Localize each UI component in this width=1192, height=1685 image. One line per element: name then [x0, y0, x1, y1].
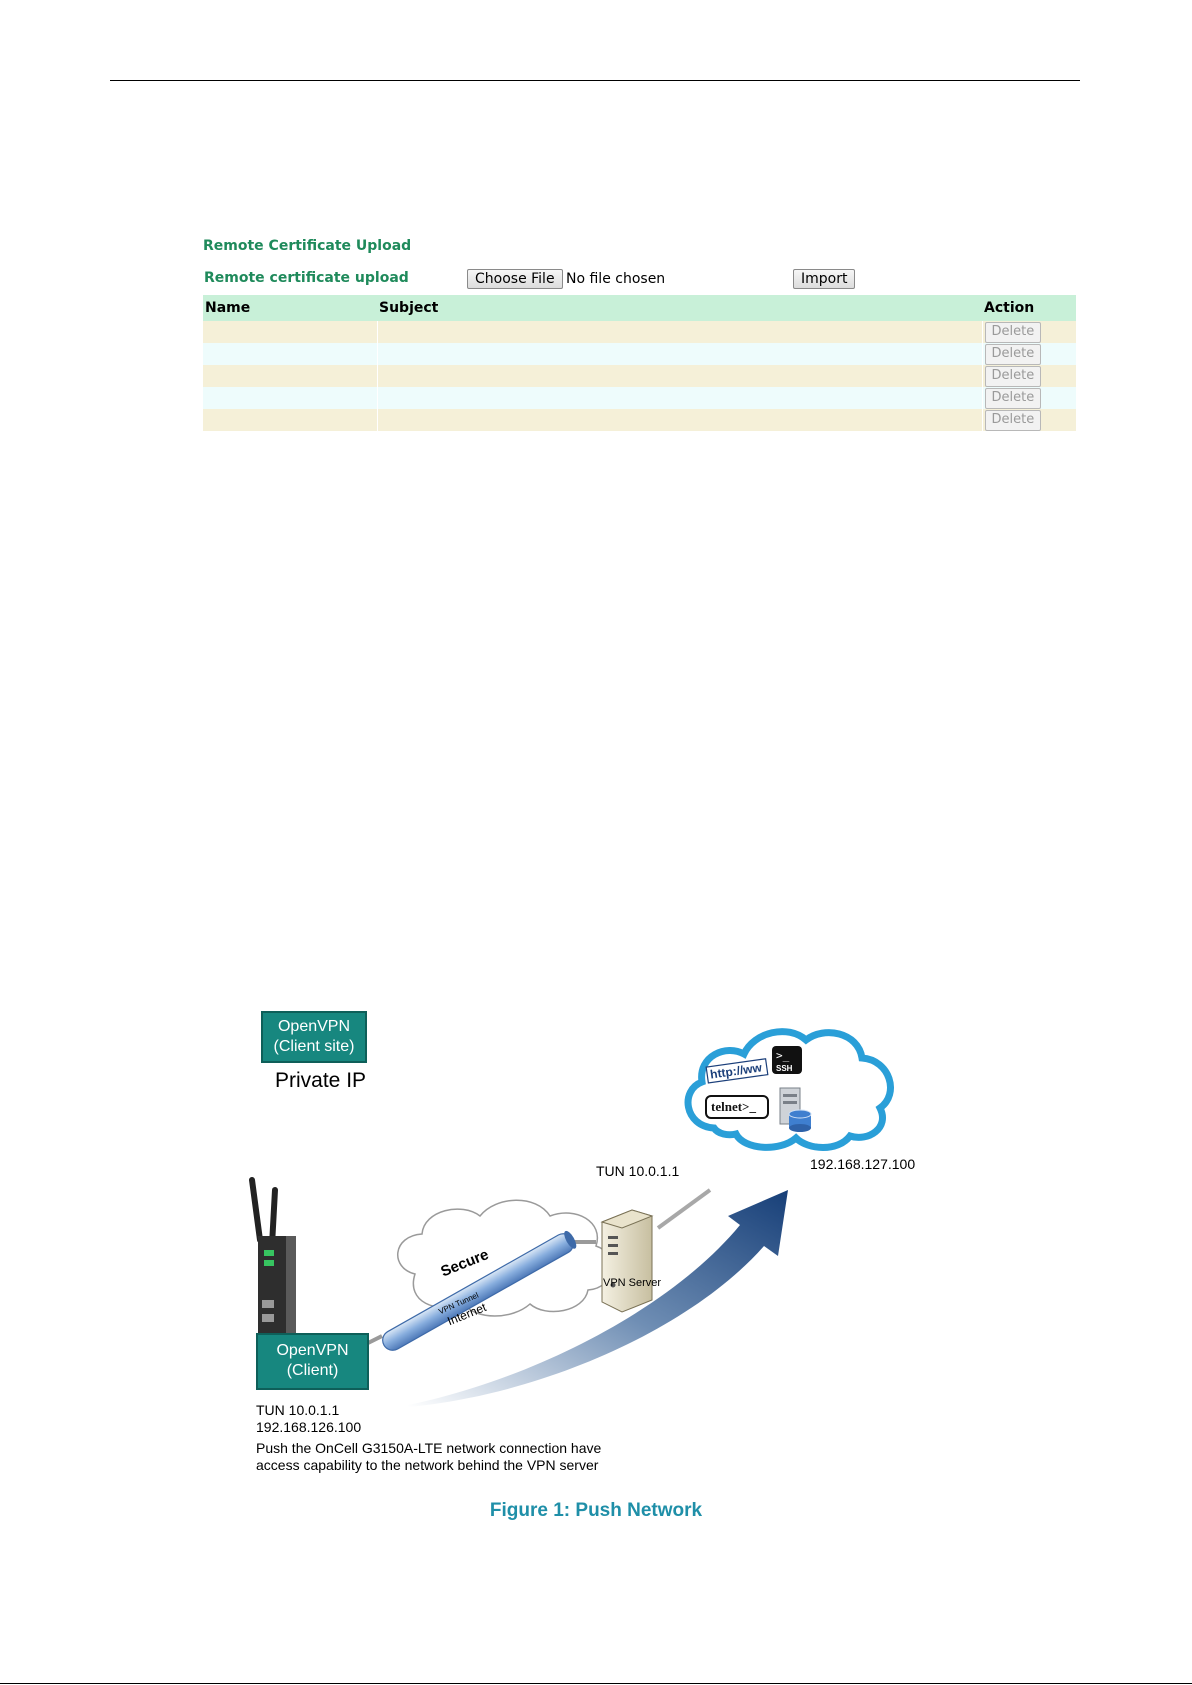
private-ip-label: Private IP: [275, 1069, 367, 1092]
column-header-subject: Subject: [377, 295, 982, 321]
cell-name: [203, 387, 377, 409]
cell-action: Delete: [981, 387, 1076, 409]
delete-button[interactable]: Delete: [984, 409, 1042, 431]
delete-button[interactable]: Delete: [984, 321, 1042, 343]
cell-name: [203, 321, 377, 343]
vpn-server-icon: [600, 1209, 654, 1313]
table-row: Delete: [203, 343, 1076, 365]
push-arrow-icon: [408, 1190, 788, 1407]
cell-subject: [376, 365, 982, 387]
database-server-icon: [779, 1087, 812, 1132]
cell-action: Delete: [981, 343, 1076, 365]
delete-button[interactable]: Delete: [984, 387, 1042, 409]
svg-text:telnet>_: telnet>_: [711, 1099, 756, 1114]
cell-subject: [376, 409, 982, 431]
http-icon: http://ww: [705, 1058, 769, 1084]
svg-text:SSH: SSH: [776, 1064, 793, 1073]
table-row: Delete: [203, 365, 1076, 387]
certificate-table: Name Subject Action Delete Delete Delete: [203, 295, 1076, 431]
remote-certificate-panel: Remote Certificate Upload Remote certifi…: [203, 236, 1076, 431]
cell-subject: [376, 343, 982, 365]
import-button[interactable]: Import: [793, 269, 856, 289]
delete-button[interactable]: Delete: [984, 343, 1042, 365]
cell-action: Delete: [981, 409, 1076, 431]
server-tun-label: TUN 10.0.1.1: [596, 1163, 680, 1179]
column-header-name: Name: [203, 295, 377, 321]
header-rule: [110, 80, 1080, 81]
cell-subject: [376, 387, 982, 409]
file-status-text: No file chosen: [566, 271, 666, 287]
cell-action: Delete: [981, 365, 1076, 387]
cell-name: [203, 365, 377, 387]
client-tun-label: TUN 10.0.1.1: [256, 1402, 340, 1418]
svg-text:>_: >_: [776, 1049, 790, 1062]
internet-cloud-icon: [397, 1199, 613, 1317]
oncell-device-icon: [249, 1177, 296, 1336]
telnet-icon: telnet>_: [705, 1095, 769, 1119]
table-row: Delete: [203, 387, 1076, 409]
section-title: Remote Certificate Upload: [203, 238, 412, 254]
cloud-ip-label: 192.168.127.100: [810, 1156, 916, 1172]
column-header-action: Action: [982, 295, 1076, 321]
cell-name: [203, 343, 377, 365]
cell-name: [203, 409, 377, 431]
footer-rule: [0, 1683, 1192, 1684]
delete-button[interactable]: Delete: [984, 365, 1042, 387]
cell-subject: [376, 321, 982, 343]
diagram-graphics: http://ww >_ SSH telnet>_ Secure VPN Tun…: [249, 1028, 894, 1407]
server-cloud-link: [656, 1188, 712, 1230]
vpn-server-label: VPN Server: [603, 1277, 662, 1289]
push-network-diagram: http://ww >_ SSH telnet>_ Secure VPN Tun…: [240, 1010, 940, 1480]
table-header: Name Subject Action: [203, 295, 1076, 321]
cell-action: Delete: [981, 321, 1076, 343]
choose-file-button[interactable]: Choose File: [467, 269, 563, 289]
upload-label: Remote certificate upload: [204, 270, 409, 286]
table-row: Delete: [203, 321, 1076, 343]
upload-row: Remote certificate upload Choose File No…: [203, 266, 1076, 292]
figure-caption: Figure 1: Push Network: [489, 1500, 703, 1521]
openvpn-client-box: OpenVPN (Client): [256, 1333, 369, 1390]
ssh-icon: >_ SSH: [772, 1046, 802, 1074]
push-note-line2: access capability to the network behind …: [256, 1457, 599, 1473]
table-row: Delete: [203, 409, 1076, 431]
push-note-line1: Push the OnCell G3150A-LTE network conne…: [256, 1440, 602, 1456]
client-ip-label: 192.168.126.100: [256, 1419, 362, 1435]
openvpn-client-site-box: OpenVPN (Client site): [261, 1011, 367, 1063]
vpn-tunnel-icon: [382, 1230, 577, 1351]
